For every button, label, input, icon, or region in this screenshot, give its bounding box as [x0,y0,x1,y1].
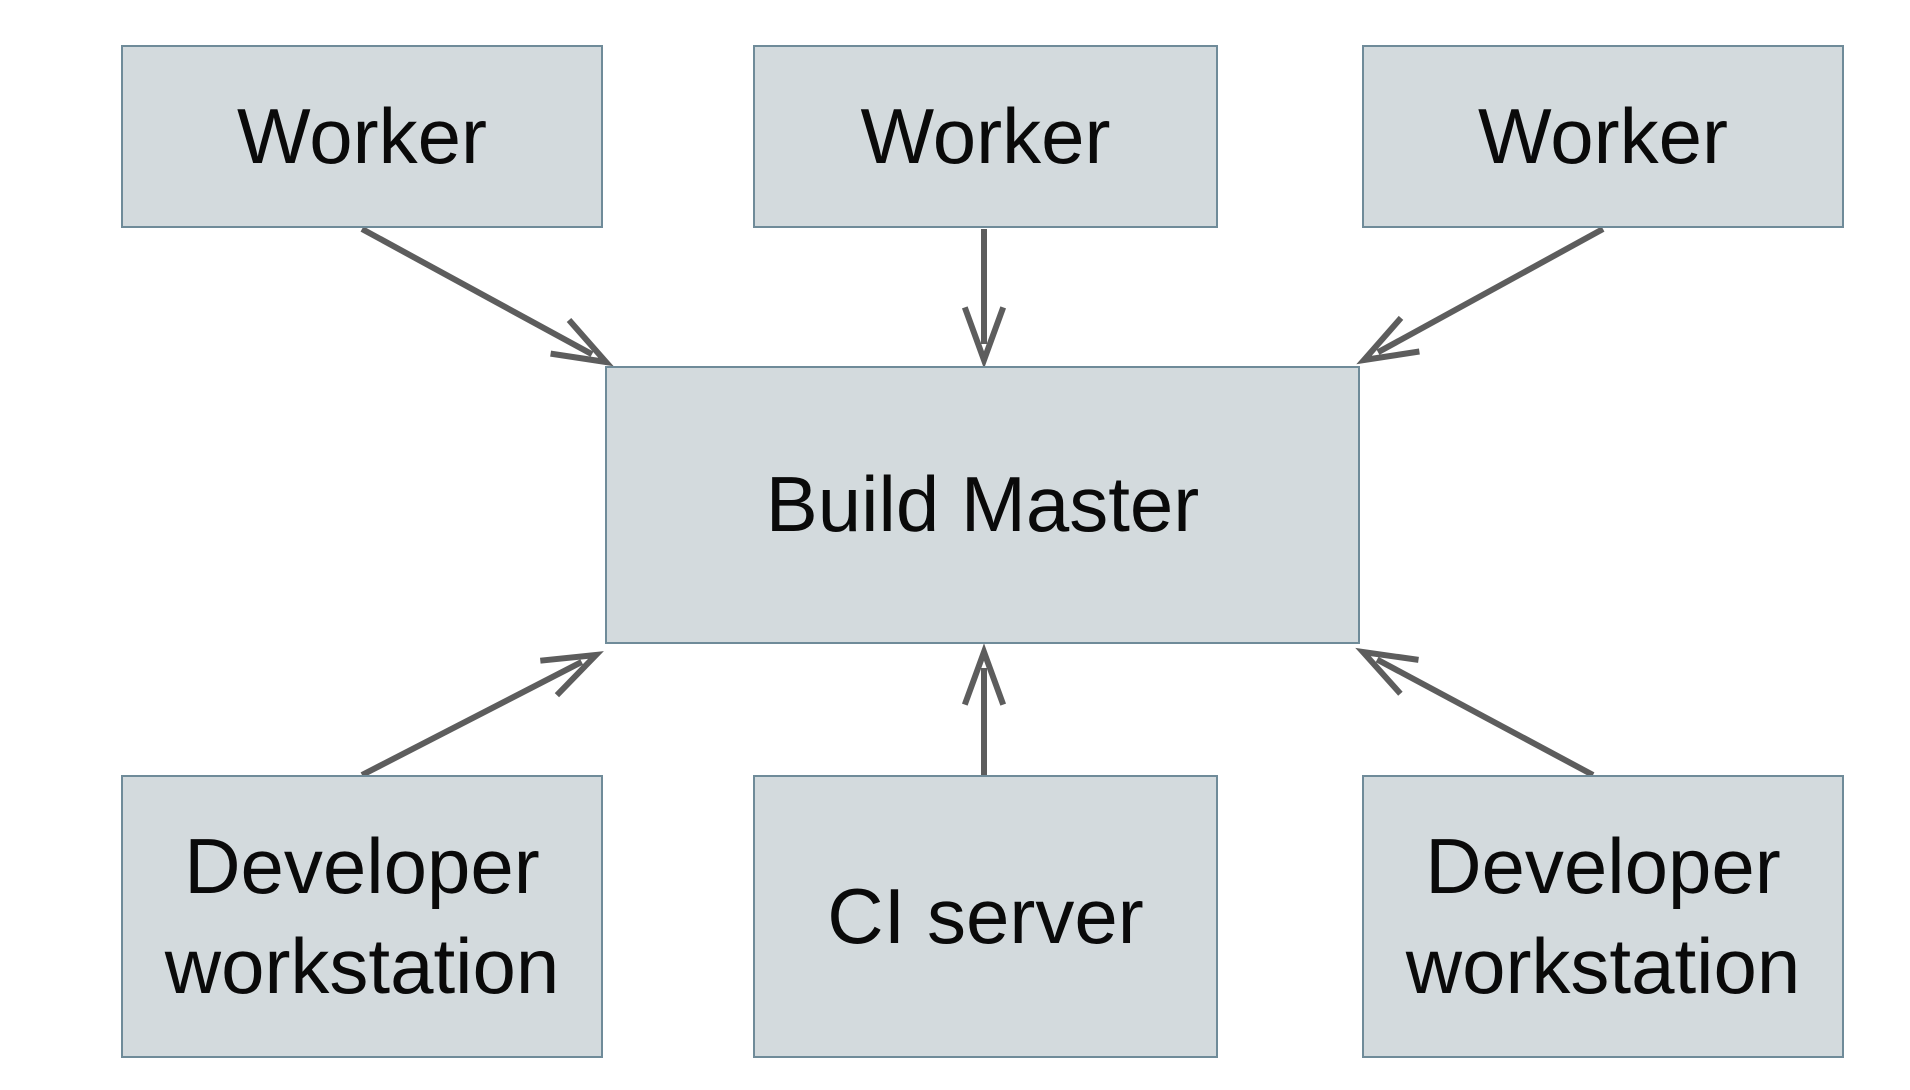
arrow-dev-workstation-1-to-build-master [360,651,604,778]
node-dev-workstation-2-label: Developer workstation [1405,822,1801,1010]
node-ci-server-label: CI server [827,871,1144,960]
arrow-dev-workstation-2-to-build-master [1355,647,1595,778]
node-worker-3: Worker [1362,45,1844,228]
node-dev-workstation-2: Developer workstation [1362,775,1844,1058]
node-ci-server: CI server [753,775,1218,1058]
arrow-worker-2-to-build-master [961,229,1007,369]
node-build-master: Build Master [605,366,1360,644]
node-worker-1: Worker [121,45,603,228]
node-worker-2-label: Worker [860,91,1111,180]
node-dev-workstation-1-label: Developer workstation [164,822,560,1010]
node-worker-1-label: Worker [237,91,487,180]
node-worker-2: Worker [753,45,1218,228]
arrow-worker-3-to-build-master [1356,226,1605,365]
node-dev-workstation-1: Developer workstation [121,775,603,1058]
node-build-master-label: Build Master [765,460,1200,549]
arrow-worker-1-to-build-master [360,226,614,367]
node-worker-3-label: Worker [1478,91,1728,180]
arrow-ci-server-to-build-master [961,643,1007,775]
